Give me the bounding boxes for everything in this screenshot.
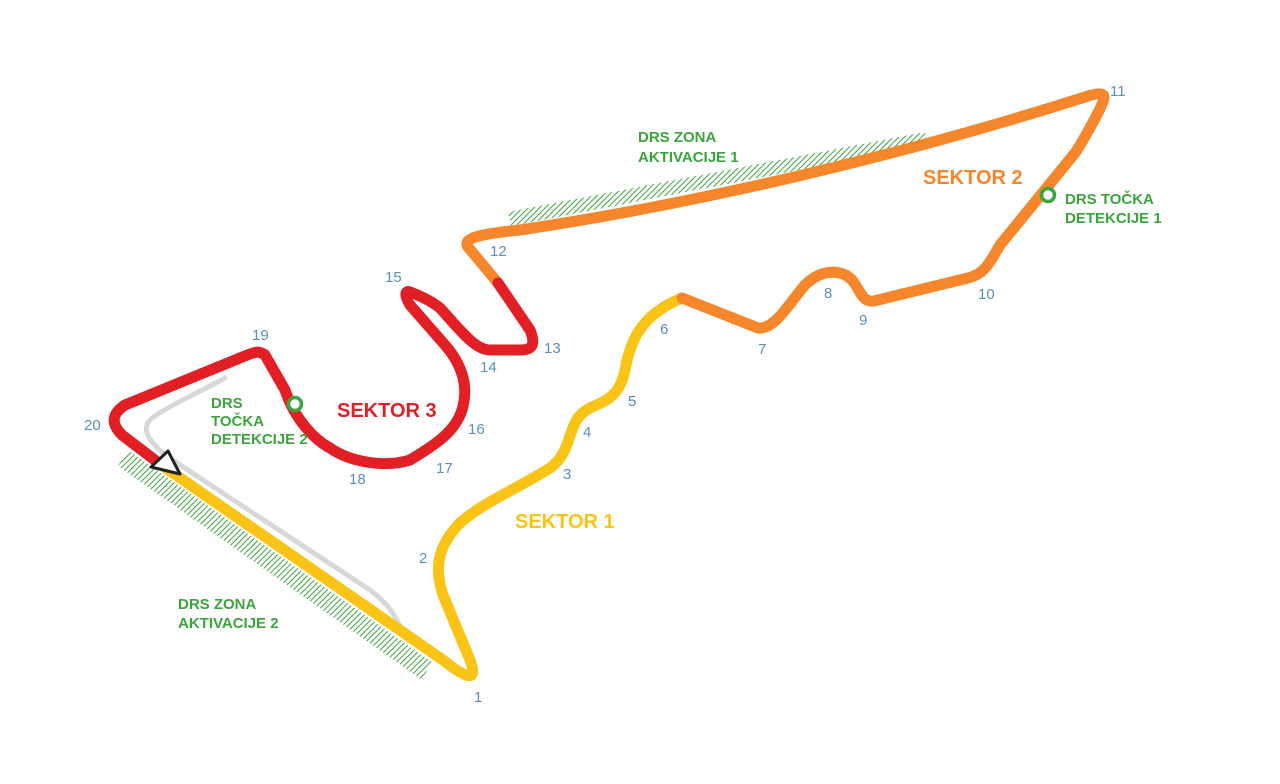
drs-zone-2-label-line2: AKTIVACIJE 2 [178, 615, 279, 632]
turn-number: 15 [385, 269, 402, 286]
turn-number: 2 [419, 550, 427, 567]
turn-number: 13 [544, 340, 561, 357]
start-finish-triangle-icon [149, 449, 182, 476]
turn-number: 7 [758, 341, 766, 358]
drs-detection-2-label-line2: TOČKA [211, 412, 264, 430]
turn-number: 3 [563, 466, 571, 483]
turn-number: 17 [436, 460, 453, 477]
sector-3-track [108, 277, 539, 470]
sector-1-label: SEKTOR 1 [515, 511, 615, 533]
turn-number: 19 [252, 327, 269, 344]
turn-number: 10 [978, 286, 995, 303]
sector-2-label: SEKTOR 2 [923, 167, 1023, 189]
drs-zone-2-label-line1: DRS ZONA [178, 596, 257, 613]
drs-detection-1-label-line1: DRS TOČKA [1065, 190, 1154, 208]
turn-number: 5 [628, 393, 636, 410]
sector-3-label: SEKTOR 3 [337, 400, 437, 422]
drs-zone-2-strip [118, 450, 432, 680]
detection-point-circle-icon [1039, 186, 1057, 204]
sector-2-track [461, 88, 1110, 334]
turn-number: 6 [660, 321, 668, 338]
drs-zone-1-strip [508, 132, 928, 226]
turn-number: 11 [1110, 83, 1126, 100]
turn-number: 12 [490, 243, 507, 260]
drs-zone-1-label-line2: AKTIVACIJE 1 [638, 149, 739, 166]
turn-number: 18 [349, 471, 366, 488]
pit-lane [143, 375, 405, 635]
drs-detection-2-label-line3: DETEKCIJE 2 [211, 431, 308, 448]
turn-number: 14 [480, 359, 497, 376]
detection-point-circle-icon [286, 395, 304, 413]
drs-detection-2-label-line1: DRS [211, 395, 243, 412]
turn-number: 1 [474, 689, 482, 706]
turn-number: 16 [468, 421, 485, 438]
sector-1-track [154, 292, 688, 682]
drs-zone-1-label-line1: DRS ZONA [638, 129, 717, 146]
drs-detection-1-label-line2: DETEKCIJE 1 [1065, 210, 1162, 227]
turn-number: 8 [824, 285, 832, 302]
turn-number: 4 [583, 424, 591, 441]
turn-number: 20 [84, 417, 101, 434]
turn-number: 9 [859, 312, 867, 329]
